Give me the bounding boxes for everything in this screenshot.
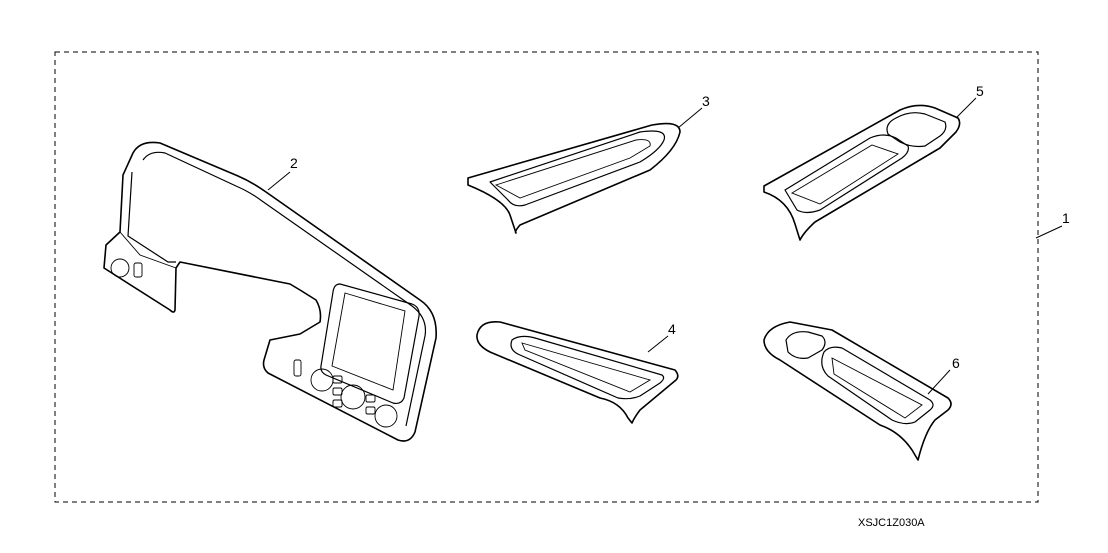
door-trim-part-5 <box>763 104 961 241</box>
door-trim-part-4 <box>476 320 679 424</box>
leader-line-2 <box>267 171 291 191</box>
callout-2: 2 <box>290 155 298 171</box>
callout-4: 4 <box>668 321 676 337</box>
callout-5: 5 <box>976 83 984 99</box>
door-trim-part-6 <box>763 321 952 461</box>
leader-line-3 <box>677 107 703 129</box>
leader-line-5 <box>955 97 977 119</box>
callout-6: 6 <box>952 355 960 371</box>
callout-1: 1 <box>1062 210 1070 226</box>
leader-line-4 <box>647 335 669 353</box>
door-trim-part-3 <box>467 122 681 234</box>
leader-line-6 <box>927 369 951 395</box>
dashboard-panel-part <box>103 141 437 442</box>
callout-3: 3 <box>702 93 710 109</box>
kit-boundary <box>54 51 1039 503</box>
figure-code: XSJC1Z030A <box>858 517 925 529</box>
leader-line-1 <box>1035 225 1063 239</box>
